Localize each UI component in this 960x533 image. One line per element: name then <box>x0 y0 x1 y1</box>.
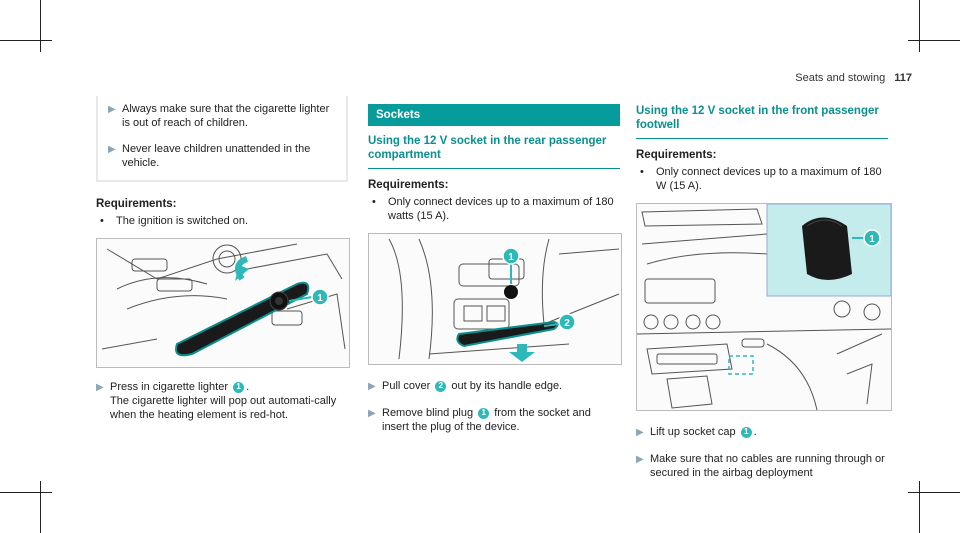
crop-mark <box>40 0 41 52</box>
callout-2: 2 <box>564 318 570 329</box>
instruction-step: ▶ Make sure that no cables are running t… <box>636 453 885 479</box>
note-item: ▶ Always make sure that the cigarette li… <box>108 103 330 129</box>
instruction-step: ▶ Lift up socket cap 1. <box>636 426 757 438</box>
instruction-step: ▶ Remove blind plug 1 from the socket an… <box>368 407 591 433</box>
crop-mark <box>908 40 960 41</box>
callout-1: 1 <box>869 234 875 245</box>
crop-mark <box>908 492 960 493</box>
page-header: Seats and stowing 117 <box>795 72 912 84</box>
column-front-socket: Using the 12 V socket in the front passe… <box>636 104 892 492</box>
arrow-icon: ▶ <box>368 408 376 419</box>
note-item: ▶ Never leave children unattended in the… <box>108 143 311 169</box>
crop-mark <box>0 492 52 493</box>
instruction-step: ▶ Pull cover 2 out by its handle edge. <box>368 380 563 392</box>
subheading: Using the 12 V socket in the front passe… <box>636 104 888 139</box>
console-illustration: 1 <box>97 239 349 367</box>
dashboard-illustration: 1 <box>637 204 891 410</box>
arrow-icon: ▶ <box>636 427 644 438</box>
crop-mark <box>919 0 920 52</box>
section-name: Seats and stowing <box>795 72 886 84</box>
crop-mark <box>0 40 52 41</box>
page-number: 117 <box>894 72 912 84</box>
bullet-icon: • <box>100 215 104 227</box>
arrow-icon: ▶ <box>108 104 116 115</box>
crop-mark <box>40 481 41 533</box>
bullet-icon: • <box>640 166 644 178</box>
rear-socket-figure: 1 2 <box>368 233 622 365</box>
bullet-icon: • <box>372 196 376 208</box>
callout-badge: 2 <box>435 380 447 392</box>
arrow-icon: ▶ <box>96 382 104 393</box>
callout-badge: 1 <box>233 381 245 393</box>
requirement-item: • Only connect devices up to a maximum o… <box>636 165 888 193</box>
section-title: Sockets <box>368 104 620 126</box>
arrow-icon: ▶ <box>636 454 644 465</box>
arrow-icon: ▶ <box>368 381 376 392</box>
requirements-heading: Requirements: <box>636 149 717 161</box>
crop-mark <box>919 481 920 533</box>
callout-1: 1 <box>508 252 514 263</box>
requirements-heading: Requirements: <box>96 198 177 210</box>
requirement-item: • Only connect devices up to a maximum o… <box>368 195 620 223</box>
instruction-step: ▶ Press in cigarette lighter 1. The ciga… <box>96 381 337 421</box>
subheading: Using the 12 V socket in the rear passen… <box>368 134 620 169</box>
requirements-heading: Requirements: <box>368 179 449 191</box>
column-cigarette-lighter: ▶ Always make sure that the cigarette li… <box>96 96 350 434</box>
rear-console-illustration: 1 2 <box>369 234 621 364</box>
safety-note: ▶ Always make sure that the cigarette li… <box>96 96 348 182</box>
cigarette-lighter-figure: 1 <box>96 238 350 368</box>
requirement-item: • The ignition is switched on. <box>96 214 348 228</box>
callout-badge: 1 <box>478 407 490 419</box>
column-rear-socket: Sockets Using the 12 V socket in the rea… <box>368 104 622 446</box>
front-socket-figure: 1 <box>636 203 892 411</box>
arrow-icon: ▶ <box>108 144 116 155</box>
callout-badge: 1 <box>740 426 752 438</box>
callout-1: 1 <box>317 293 323 304</box>
